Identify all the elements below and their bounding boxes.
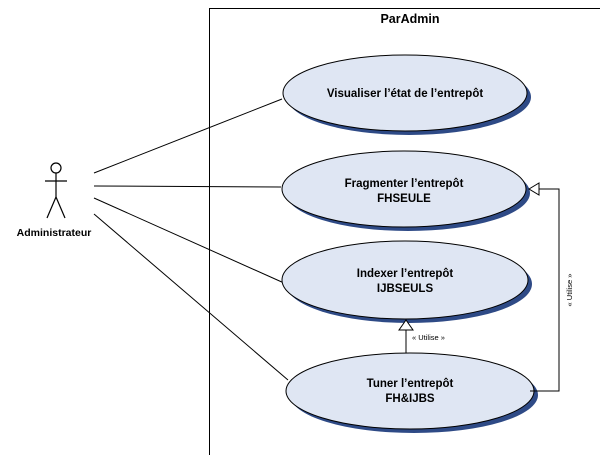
association-tuner: [93, 213, 289, 381]
association-indexer: [93, 197, 285, 284]
use-case-visualiser: Visualiser l’état de l’entrepôt: [282, 54, 531, 135]
association-fragmenter: [93, 185, 282, 188]
use-case-visualiser-label: Visualiser l’état de l’entrepôt: [327, 88, 484, 100]
actor-label: Administrateur: [17, 227, 92, 239]
hollow-arrowhead-icon: [528, 182, 540, 196]
hollow-arrowhead-icon: [398, 319, 414, 331]
use-case-indexer: Indexer l’entrepôt IJBSEULS: [281, 240, 532, 323]
associations: [93, 98, 289, 381]
use-case-tuner-code: FH&IJBS: [385, 393, 435, 405]
use-case-fragmenter: Fragmenter l’entrepôt FHSEULE: [281, 150, 530, 231]
uses-label-vertical-right: « Utilise »: [565, 274, 574, 307]
use-case-tuner-label: Tuner l’entrepôt: [367, 378, 454, 390]
association-visualiser: [93, 98, 283, 174]
actor: Administrateur: [17, 162, 92, 239]
system-title: ParAdmin: [380, 12, 439, 26]
system-boundary: ParAdmin: [209, 8, 600, 455]
use-case-tuner: Tuner l’entrepôt FH&IJBS: [285, 352, 538, 433]
uses-label-vertical: « Utilise »: [412, 333, 445, 342]
use-case-indexer-code: IJBSEULS: [377, 283, 434, 295]
use-case-indexer-label: Indexer l’entrepôt: [357, 268, 454, 280]
uses-relation-tuner-fragmenter: « Utilise »: [528, 182, 574, 392]
use-case-fragmenter-code: FHSEULE: [377, 193, 431, 205]
use-case-fragmenter-label: Fragmenter l’entrepôt: [345, 178, 464, 190]
uses-relation-tuner-indexer: « Utilise »: [398, 319, 445, 353]
stick-figure-icon: [45, 162, 67, 219]
